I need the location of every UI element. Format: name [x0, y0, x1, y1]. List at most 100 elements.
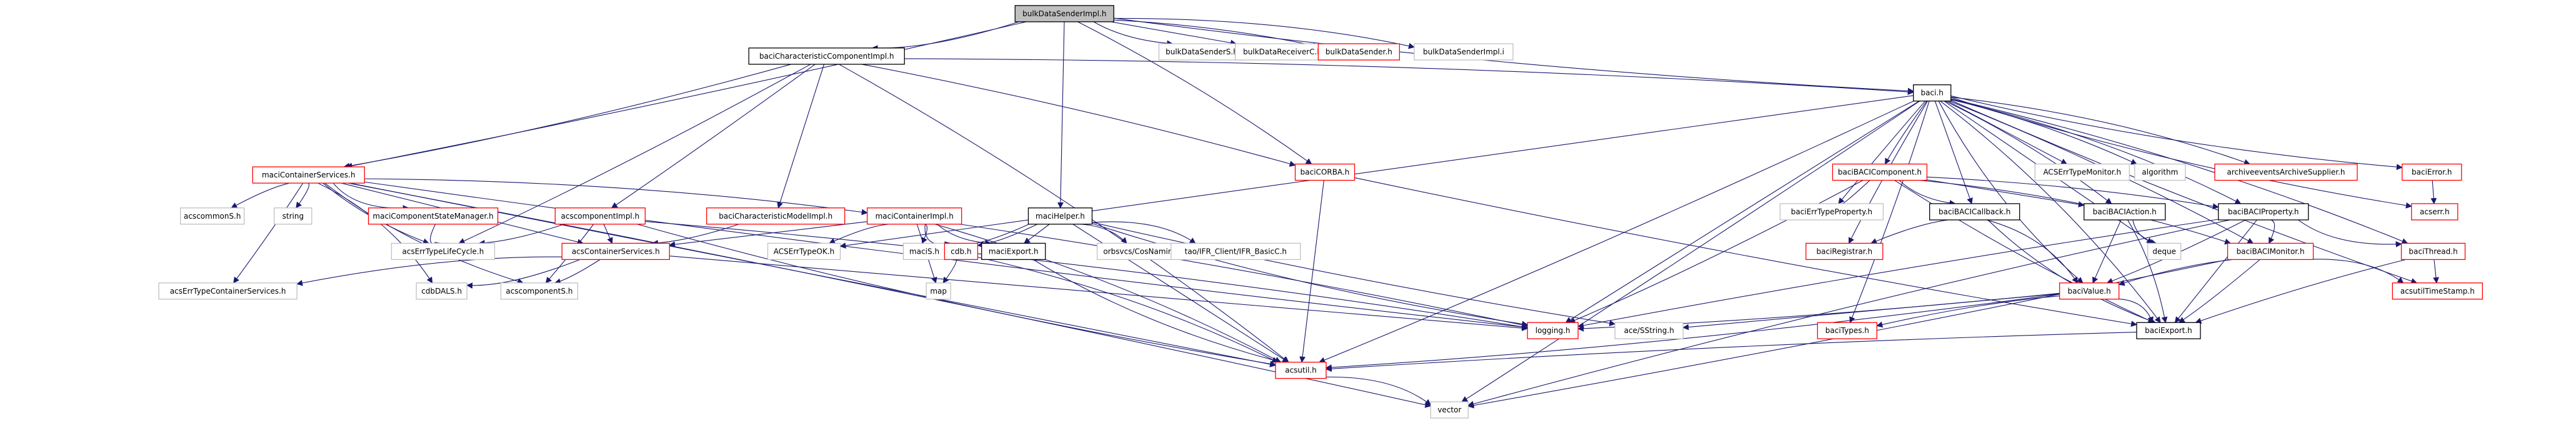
node-macicontainerimpl-h[interactable]: maciContainerImpl.h	[867, 207, 962, 225]
node-bacicorba-h[interactable]: baciCORBA.h	[1294, 163, 1355, 181]
node-box[interactable]	[367, 207, 499, 225]
node-box[interactable]	[1817, 322, 1877, 339]
node-label: algorithm	[2142, 168, 2178, 177]
node-baci-h[interactable]: baci.h	[1913, 84, 1952, 102]
node-archiveeventsarchivesupplier-h[interactable]: archiveeventsArchiveSupplier.h	[2214, 163, 2358, 181]
node-box[interactable]	[1527, 322, 1579, 339]
node-box[interactable]	[2147, 242, 2182, 261]
node-box[interactable]	[926, 282, 951, 300]
node-box[interactable]	[1171, 242, 1301, 261]
node-bacicharacteristicmodelimpl-h[interactable]: baciCharacteristicModelImpl.h	[706, 207, 846, 225]
node-box[interactable]	[252, 166, 365, 184]
node-box[interactable]	[867, 207, 962, 225]
node-bacierrtypeproperty-h[interactable]: baciErrTypeProperty.h	[1779, 203, 1884, 221]
node-box[interactable]	[1414, 43, 1514, 61]
node-bacitypes-h[interactable]: baciTypes.h	[1817, 322, 1877, 339]
node-macihelper-h[interactable]: maciHelper.h	[1027, 207, 1093, 225]
node-box[interactable]	[1158, 43, 1246, 61]
node-acscontainerservices-h[interactable]: acsContainerServices.h	[561, 242, 670, 261]
node-box[interactable]	[1614, 322, 1684, 339]
node-box[interactable]	[2136, 322, 2201, 339]
node-macicontainerservices-h[interactable]: maciContainerServices.h	[252, 166, 365, 184]
node-acsutiltimestamp-h[interactable]: acsutilTimeStamp.h	[2392, 282, 2483, 300]
node-box[interactable]	[2218, 203, 2309, 221]
node-box[interactable]	[2392, 282, 2483, 300]
node-baciregistrar-h[interactable]: baciRegistrar.h	[1805, 242, 1884, 261]
node-box[interactable]	[1929, 203, 2020, 221]
node-box[interactable]	[554, 207, 646, 225]
node-acscomponents-h[interactable]: acscomponentS.h	[500, 282, 579, 300]
node-box[interactable]	[1317, 43, 1400, 61]
node-box[interactable]	[2411, 203, 2459, 221]
node-bulkdatasender-h[interactable]: bulkDataSender.h	[1317, 43, 1400, 61]
node-acserrtypemonitor-h[interactable]: ACSErrTypeMonitor.h	[2034, 163, 2130, 181]
node-box[interactable]	[944, 242, 979, 261]
node-box[interactable]	[1430, 401, 1469, 419]
node-logging-h[interactable]: logging.h	[1527, 322, 1579, 339]
node-acsutil-h[interactable]: acsutil.h	[1275, 361, 1327, 379]
node-layer: bulkDataSenderImpl.h baciCharacteristicCo…	[158, 5, 2483, 419]
node-acserrtypelifecycle-h[interactable]: acsErrTypeLifeCycle.h	[391, 242, 496, 261]
node-box[interactable]	[2134, 163, 2186, 181]
node-box[interactable]	[1014, 5, 1114, 22]
node-box[interactable]	[2227, 242, 2314, 261]
node-bacivalue-h[interactable]: baciValue.h	[2059, 282, 2120, 300]
node-box[interactable]	[180, 207, 245, 225]
node-box[interactable]	[500, 282, 579, 300]
node-bacicharacteristiccomponentimpl-h[interactable]: baciCharacteristicComponentImpl.h	[748, 47, 905, 65]
node-baciexport-h[interactable]: baciExport.h	[2136, 322, 2201, 339]
node-cdb-h[interactable]: cdb.h	[944, 242, 979, 261]
node-bulkdatareceiverc-h[interactable]: bulkDataReceiverC.h	[1234, 43, 1330, 61]
node-box[interactable]	[274, 207, 312, 225]
node-bacierror-h[interactable]: baciError.h	[2402, 163, 2462, 181]
node-box[interactable]	[2402, 163, 2462, 181]
edge-n22-to-n31	[603, 224, 613, 244]
node-acserr-h[interactable]: acserr.h	[2411, 203, 2459, 221]
node-box[interactable]	[1779, 203, 1884, 221]
node-acscomponentimpl-h[interactable]: acscomponentImpl.h	[554, 207, 646, 225]
node-algorithm[interactable]: algorithm	[2134, 163, 2186, 181]
node-box[interactable]	[1294, 163, 1355, 181]
node-box[interactable]	[2400, 242, 2466, 261]
node-macis-h[interactable]: maciS.h	[902, 242, 946, 261]
node-map[interactable]: map	[926, 282, 951, 300]
node-box[interactable]	[391, 242, 496, 261]
node-cdbdals-h[interactable]: cdbDALS.h	[416, 282, 467, 300]
node-box[interactable]	[1027, 207, 1093, 225]
node-bacibacicallback-h[interactable]: baciBACICallback.h	[1929, 203, 2020, 221]
node-bacibaciaction-h[interactable]: baciBACIAction.h	[2084, 203, 2166, 221]
node-box[interactable]	[1805, 242, 1884, 261]
node-box[interactable]	[2214, 163, 2358, 181]
node-acscommons-h[interactable]: acscommonS.h	[180, 207, 245, 225]
node-bulkdatasenders-h[interactable]: bulkDataSenderS.h	[1158, 43, 1246, 61]
node-box[interactable]	[1832, 163, 1928, 181]
node-bulkdatasenderimpl-h[interactable]: bulkDataSenderImpl.h	[1014, 5, 1114, 22]
node-acserrtypeok-h[interactable]: ACSErrTypeOK.h	[767, 242, 841, 261]
node-macicomponentstatemanager-h[interactable]: maciComponentStateManager.h	[367, 207, 499, 225]
node-vector[interactable]: vector	[1430, 401, 1469, 419]
node-bulkdatasenderimpl-i[interactable]: bulkDataSenderImpl.i	[1414, 43, 1514, 61]
node-box[interactable]	[748, 47, 905, 65]
node-bacibaciproperty-h[interactable]: baciBACIProperty.h	[2218, 203, 2309, 221]
node-box[interactable]	[1913, 84, 1952, 102]
node-box[interactable]	[902, 242, 946, 261]
node-box[interactable]	[2034, 163, 2130, 181]
node-bacibacimonitor-h[interactable]: baciBACIMonitor.h	[2227, 242, 2314, 261]
node-bacibacicomponent-h[interactable]: baciBACIComponent.h	[1832, 163, 1928, 181]
node-deque[interactable]: deque	[2147, 242, 2182, 261]
node-bacithread-h[interactable]: baciThread.h	[2400, 242, 2466, 261]
node-acserrtypecontainerservices-h[interactable]: acsErrTypeContainerServices.h	[158, 282, 297, 300]
node-ace-sstring-h[interactable]: ace/SString.h	[1614, 322, 1684, 339]
node-box[interactable]	[158, 282, 297, 300]
node-box[interactable]	[416, 282, 467, 300]
node-string[interactable]: string	[274, 207, 312, 225]
node-box[interactable]	[981, 242, 1046, 261]
node-box[interactable]	[767, 242, 841, 261]
node-tao-ifr-client-ifr-basicc-h[interactable]: tao/IFR_Client/IFR_BasicC.h	[1171, 242, 1301, 261]
node-maciexport-h[interactable]: maciExport.h	[981, 242, 1046, 261]
node-box[interactable]	[2059, 282, 2120, 300]
node-box[interactable]	[561, 242, 670, 261]
node-box[interactable]	[2084, 203, 2166, 221]
node-box[interactable]	[1275, 361, 1327, 379]
node-box[interactable]	[706, 207, 846, 225]
